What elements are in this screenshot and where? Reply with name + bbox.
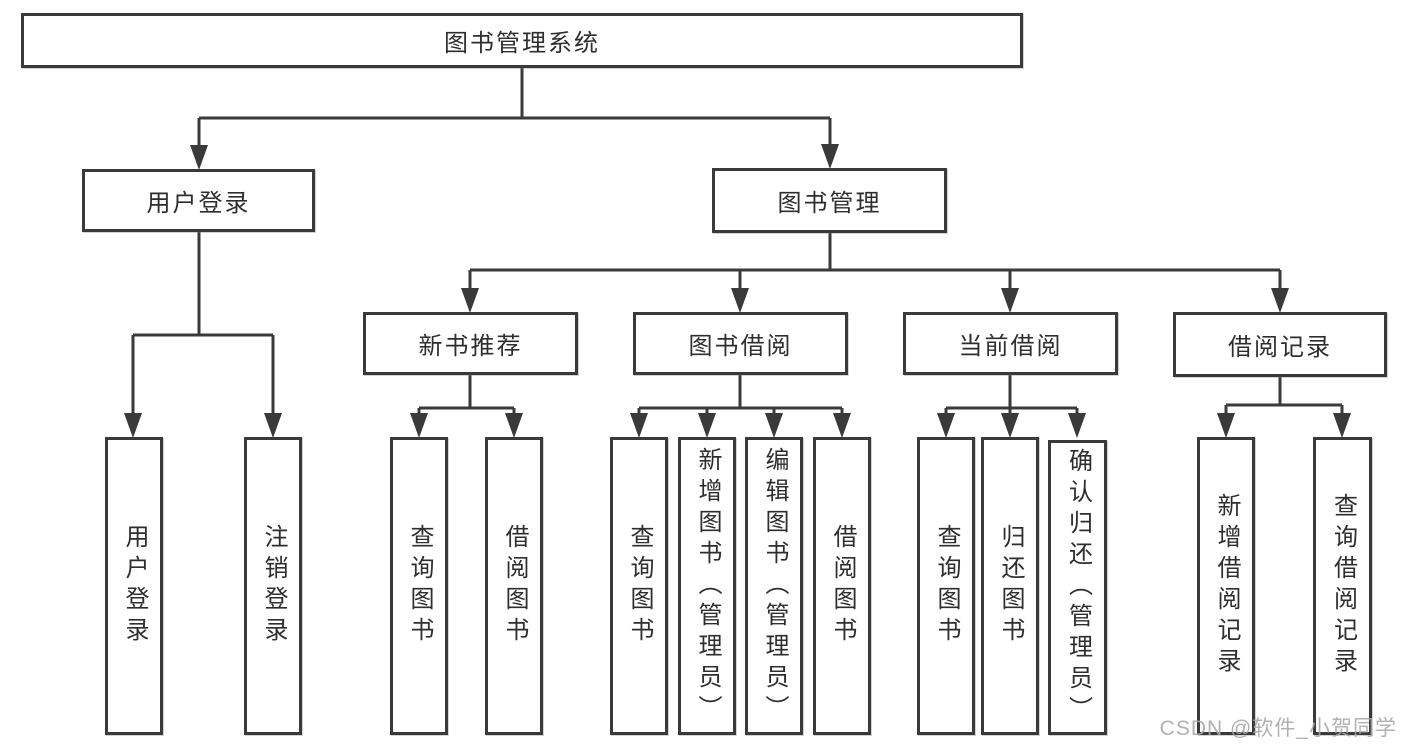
leaf-query-books-recommend: 查询图书 (390, 437, 448, 735)
node-borrow-records: 借阅记录 (1173, 312, 1387, 377)
arrowhead (630, 413, 648, 438)
leaf-query-books-borrow: 查询图书 (610, 437, 668, 735)
node-label: 图书借阅 (688, 333, 793, 360)
node-label: 查询图书 (933, 524, 960, 648)
node-root-library-system: 图书管理系统 (21, 13, 1023, 68)
node-label: 借阅记录 (1228, 334, 1332, 361)
node-label: 当前借阅 (958, 333, 1063, 360)
node-label: 编辑图书（管理员） (761, 446, 788, 726)
node-label: 归还图书 (997, 524, 1024, 648)
node-label: 查询借阅记录 (1329, 493, 1357, 679)
arrowhead (461, 288, 479, 313)
leaf-borrow-books-recommend: 借阅图书 (485, 437, 543, 735)
arrowhead (1001, 413, 1019, 438)
node-book-borrow: 图书借阅 (633, 312, 848, 375)
leaf-return-books: 归还图书 (981, 437, 1039, 735)
leaf-borrow-books: 借阅图书 (813, 437, 871, 735)
node-label: 图书管理系统 (444, 30, 600, 57)
leaf-add-books-admin: 新增图书（管理员） (678, 437, 736, 735)
arrowhead (410, 413, 428, 438)
node-label: 用户登录 (121, 524, 148, 648)
edge-currentborrow-to-leaves (944, 375, 1079, 414)
arrowhead (1333, 413, 1351, 438)
node-label: 用户登录 (146, 190, 251, 217)
leaf-logout: 注销登录 (244, 437, 302, 735)
leaf-add-borrow-record: 新增借阅记录 (1197, 437, 1255, 735)
arrowhead (937, 413, 955, 438)
leaf-query-borrow-record: 查询借阅记录 (1313, 437, 1372, 735)
node-label: 确认归还（管理员） (1064, 448, 1092, 727)
node-label: 借阅图书 (829, 524, 856, 648)
edge-root-to-level2 (197, 68, 832, 148)
arrowhead (1271, 288, 1289, 313)
arrowhead (1068, 413, 1086, 438)
node-label: 图书管理 (777, 190, 882, 217)
edge-userlogin-to-leaves (131, 232, 275, 413)
node-label: 新增借阅记录 (1213, 493, 1240, 679)
node-current-borrow: 当前借阅 (903, 312, 1118, 375)
node-user-login: 用户登录 (82, 169, 315, 232)
node-new-book-recommend: 新书推荐 (363, 312, 578, 375)
arrowhead (190, 145, 208, 170)
leaf-user-login: 用户登录 (105, 437, 163, 735)
arrowhead (505, 413, 523, 438)
node-label: 借阅图书 (501, 524, 528, 648)
node-label: 查询图书 (406, 524, 433, 648)
node-book-management: 图书管理 (712, 168, 947, 233)
arrowhead (124, 413, 142, 438)
arrowhead (264, 413, 282, 438)
leaf-confirm-return-admin: 确认归还（管理员） (1048, 440, 1107, 735)
leaf-edit-books-admin: 编辑图书（管理员） (745, 437, 803, 735)
edge-bookmgmt-to-level3 (468, 233, 1282, 290)
arrowhead (1217, 413, 1235, 438)
arrowhead (1001, 288, 1019, 313)
arrowhead (821, 144, 839, 169)
arrowhead (698, 413, 716, 438)
node-label: 新增图书（管理员） (694, 446, 721, 726)
edge-borrowrecords-to-leaves (1224, 377, 1344, 414)
leaf-query-books-current: 查询图书 (917, 437, 975, 735)
arrowhead (833, 413, 851, 438)
arrowhead (765, 413, 783, 438)
node-label: 查询图书 (626, 524, 653, 648)
edge-newbook-to-leaves (417, 375, 516, 414)
arrowhead (731, 288, 749, 313)
node-label: 注销登录 (260, 524, 287, 648)
edge-bookborrow-to-leaves (637, 375, 844, 414)
node-label: 新书推荐 (418, 333, 523, 360)
